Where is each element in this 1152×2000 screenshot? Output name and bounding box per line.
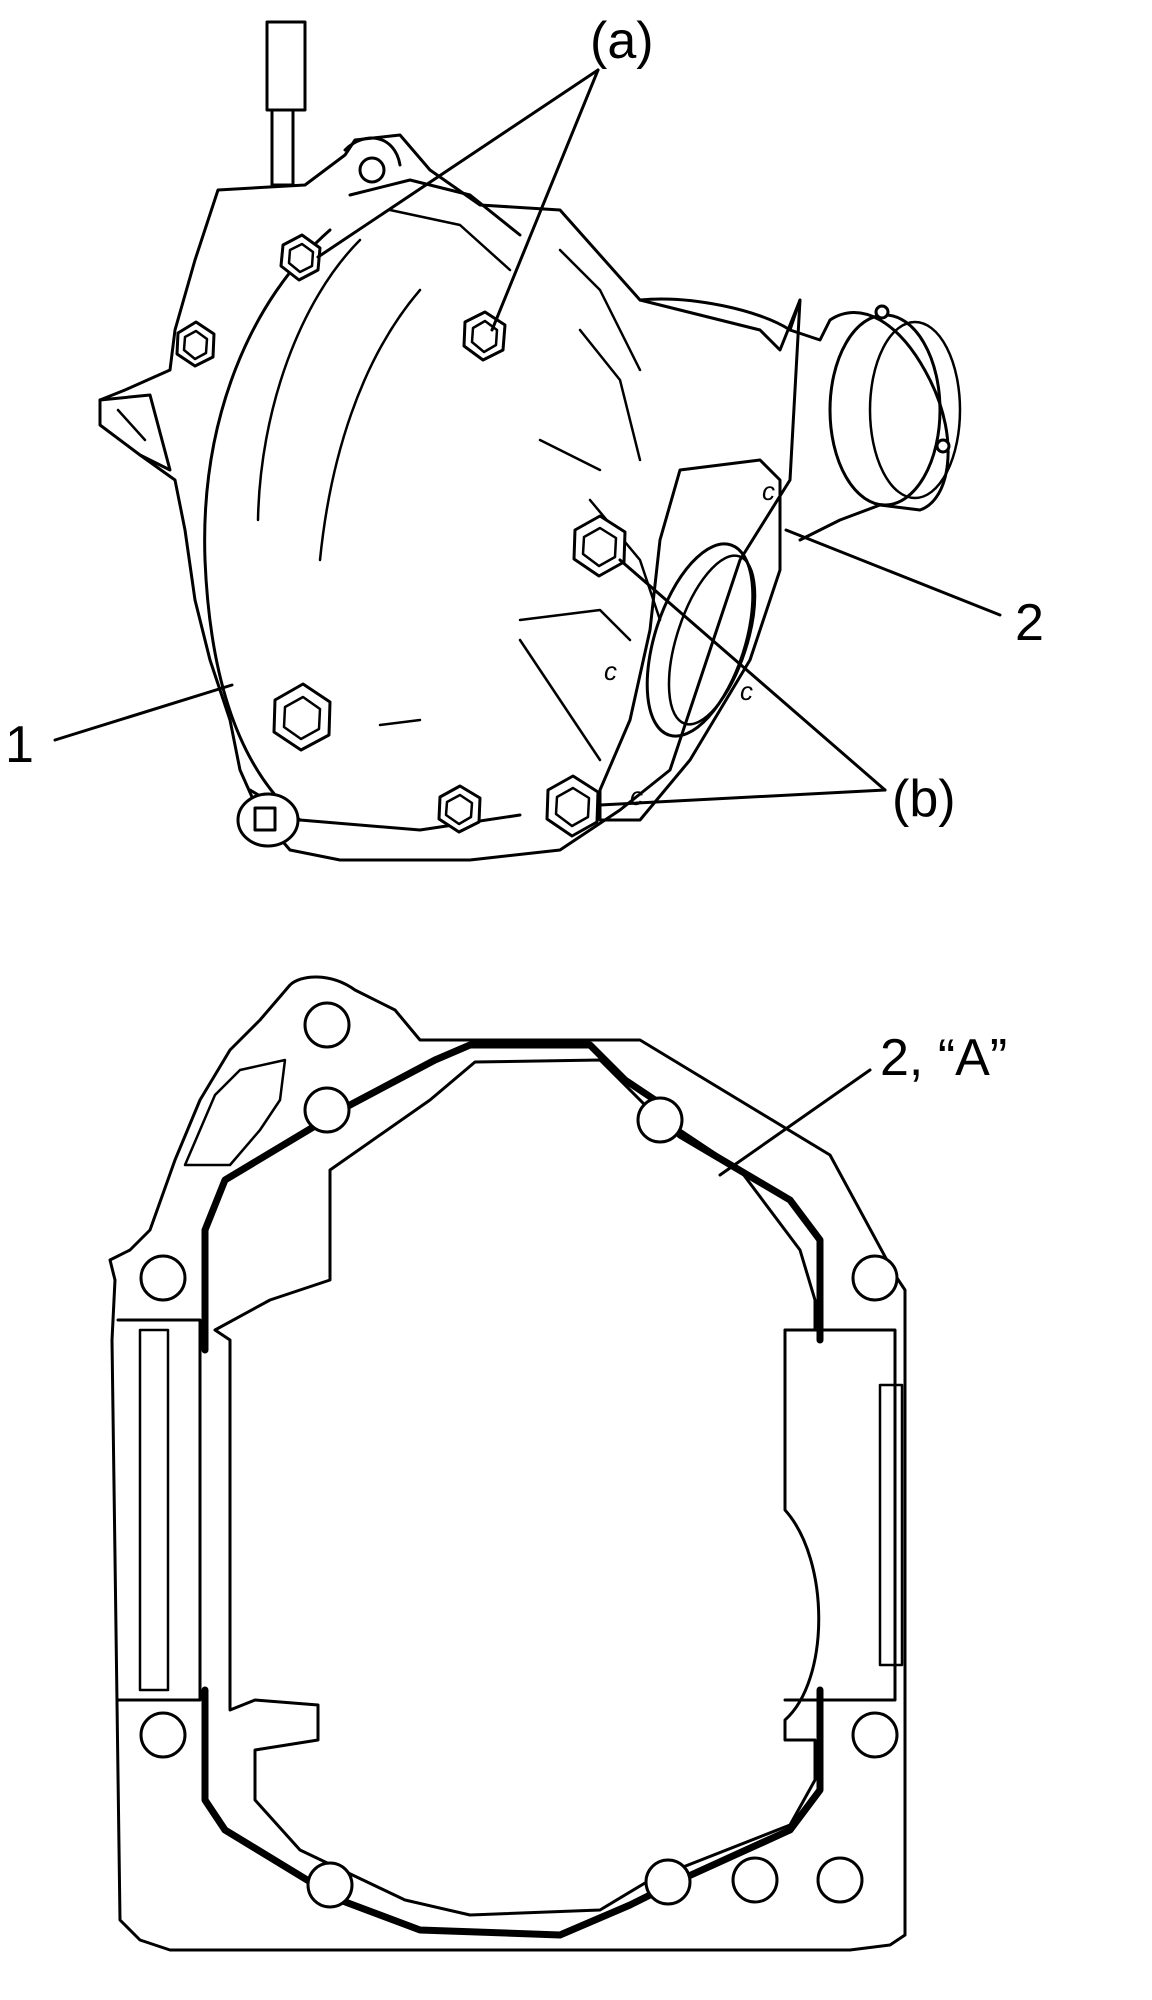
left-strip: [116, 1318, 202, 1702]
callout-b: (b): [892, 770, 956, 828]
right-strip: [783, 1328, 904, 1702]
part-2-label: 2: [1015, 594, 1044, 652]
flange-mark-3: c: [740, 676, 753, 706]
bolts-a: [175, 233, 507, 368]
breather-pipe: [265, 20, 307, 187]
bolts-b: [545, 514, 627, 838]
flange-mark-4: c: [630, 781, 643, 811]
bolt-a-3: [462, 310, 507, 362]
sealant-leader: [718, 1068, 872, 1177]
part-1-label: 1: [5, 716, 34, 774]
sealant-diagram: 2, “A”: [108, 975, 1007, 1952]
bolt-holes: [139, 1001, 899, 1909]
mating-surface-outline: [108, 975, 907, 1952]
inner-opening: [213, 1058, 821, 1917]
bolt-a-1: [279, 233, 322, 282]
drain-plug: [236, 792, 300, 848]
sealant-bead-upper: [201, 1041, 824, 1354]
flange-mark-2: c: [604, 656, 617, 686]
extension-housing: c c c c: [598, 297, 962, 822]
bolt-b-1: [572, 514, 627, 578]
leader-lines: [53, 68, 1002, 807]
flange-mark-1: c: [762, 476, 775, 506]
case-bolts: [272, 682, 482, 834]
callout-a: (a): [590, 12, 654, 70]
sealant-bead-lower: [201, 1686, 824, 1939]
bolt-b-2: [545, 774, 600, 838]
sealant-label: 2, “A”: [880, 1029, 1007, 1087]
transfer-case-assembly: c c c c: [5, 12, 1044, 862]
bolt-a-2: [175, 320, 216, 368]
